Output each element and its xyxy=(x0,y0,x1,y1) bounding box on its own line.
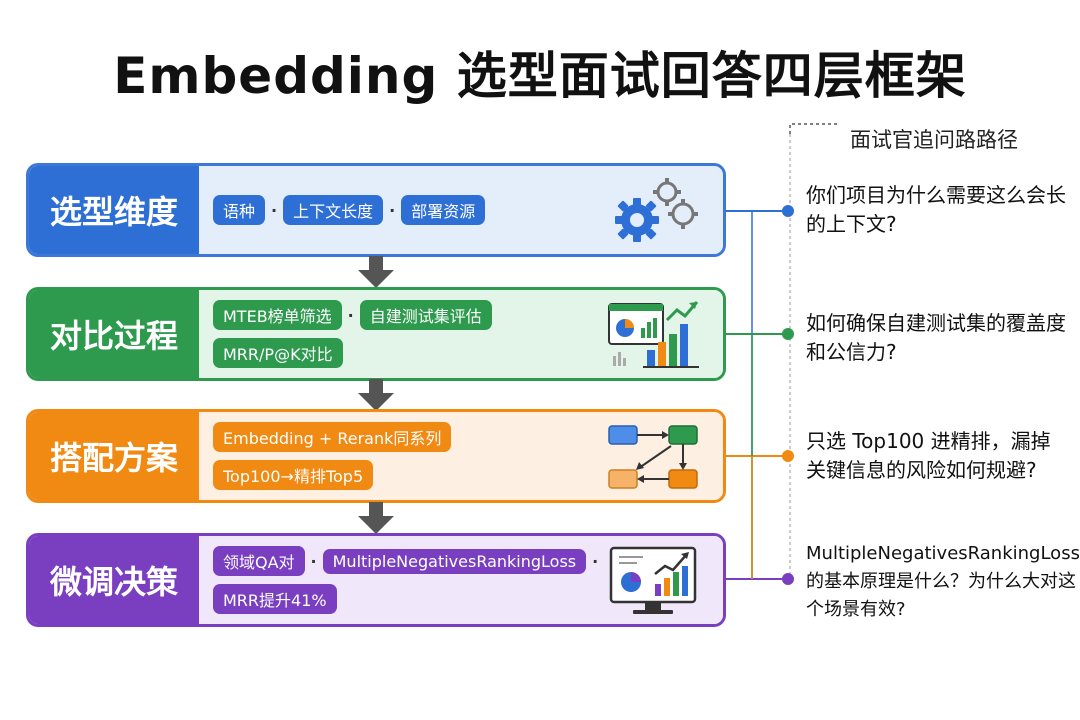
layer-combination-plan: 搭配方案 Embedding + Rerank同系列 Top100→精排Top5 xyxy=(26,409,726,503)
tag: MRR提升41% xyxy=(213,584,337,614)
tag-group: MTEB榜单筛选 · 自建测试集评估 MRR/P@K对比 xyxy=(213,290,603,378)
tag-row: MTEB榜单筛选 · 自建测试集评估 xyxy=(213,300,603,330)
layer-label: 对比过程 xyxy=(29,290,199,378)
tag: MRR/P@K对比 xyxy=(213,338,343,368)
tag: 自建测试集评估 xyxy=(359,300,492,330)
tag-row: 语种 · 上下文长度 · 部署资源 xyxy=(213,195,603,225)
tag-row: MRR提升41% xyxy=(213,584,603,614)
tag: Top100→精排Top5 xyxy=(213,460,374,490)
layer-label: 选型维度 xyxy=(29,166,199,254)
layer-label: 微调决策 xyxy=(29,536,199,624)
down-arrow-icon xyxy=(358,256,394,288)
tag: Embedding + Rerank同系列 xyxy=(213,422,452,452)
layer-selection-dimensions: 选型维度 语种 · 上下文长度 · 部署资源 xyxy=(26,163,726,257)
tag: 部署资源 xyxy=(401,195,486,225)
separator-dot: · xyxy=(347,305,354,325)
followup-question: 如何确保自建测试集的覆盖度和公信力? xyxy=(806,311,1066,364)
tag: 语种 xyxy=(213,195,266,225)
separator-dot: · xyxy=(271,200,278,220)
tag: 上下文长度 xyxy=(283,195,384,225)
tag: MultipleNegativesRankingLoss xyxy=(322,548,587,574)
separator-dot: · xyxy=(310,551,317,571)
connector-dot xyxy=(782,450,794,462)
connector-dot xyxy=(782,573,794,585)
layer-comparison-process: 对比过程 MTEB榜单筛选 · 自建测试集评估 MRR/P@K对比 xyxy=(26,287,726,381)
tag-row: Embedding + Rerank同系列 xyxy=(213,422,603,452)
tag: MTEB榜单筛选 xyxy=(213,300,342,330)
monitor-chart-icon xyxy=(609,546,697,614)
followup-question: 只选 Top100 进精排，漏掉关键信息的风险如何规避? xyxy=(806,429,1051,482)
tag: 领域QA对 xyxy=(213,546,305,576)
followup-header: 面试官追问路路径 xyxy=(850,128,1018,152)
separator-dot: · xyxy=(389,200,396,220)
tag-row: Top100→精排Top5 xyxy=(213,460,603,490)
tag-row: MRR/P@K对比 xyxy=(213,338,603,368)
connector-dot xyxy=(782,205,794,217)
layer-label: 搭配方案 xyxy=(29,412,199,500)
tag-group: 领域QA对 · MultipleNegativesRankingLoss · M… xyxy=(213,536,603,624)
layer-body: MTEB榜单筛选 · 自建测试集评估 MRR/P@K对比 xyxy=(199,290,723,378)
tag-group: 语种 · 上下文长度 · 部署资源 xyxy=(213,166,603,254)
down-arrow-icon xyxy=(358,379,394,411)
connector-dot xyxy=(782,328,794,340)
followup-question: MultipleNegativesRankingLoss的基本原理是什么？为什么… xyxy=(806,543,1080,620)
down-arrow-icon xyxy=(358,502,394,534)
tag-row: 领域QA对 · MultipleNegativesRankingLoss · xyxy=(213,546,603,576)
gears-icon xyxy=(615,178,698,242)
page-title: Embedding 选型面试回答四层框架 xyxy=(113,47,967,105)
flow-diagram-icon xyxy=(608,425,698,489)
layer-body: Embedding + Rerank同系列 Top100→精排Top5 xyxy=(199,412,723,500)
followup-question: 你们项目为什么需要这么会长的上下文? xyxy=(806,183,1066,236)
layer-body: 领域QA对 · MultipleNegativesRankingLoss · M… xyxy=(199,536,723,624)
tag-group: Embedding + Rerank同系列 Top100→精排Top5 xyxy=(213,412,603,500)
separator-dot: · xyxy=(592,551,599,571)
layer-finetune-decision: 微调决策 领域QA对 · MultipleNegativesRankingLos… xyxy=(26,533,726,627)
layer-body: 语种 · 上下文长度 · 部署资源 xyxy=(199,166,723,254)
dashboard-chart-icon xyxy=(608,301,699,368)
